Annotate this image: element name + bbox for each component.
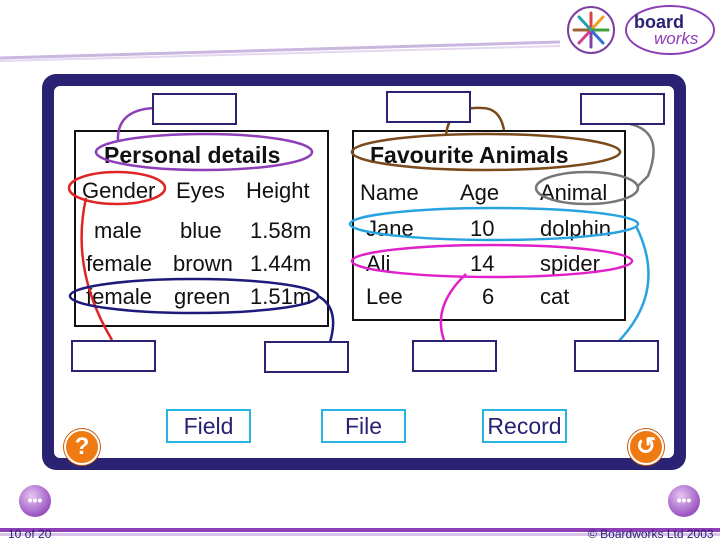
drop-box-bottom-2[interactable]	[264, 341, 349, 373]
header-gender: Gender	[82, 178, 156, 203]
connector-blue	[617, 225, 650, 343]
header-animal: Animal	[540, 180, 608, 205]
personal-table-title: Personal details	[104, 142, 281, 168]
drop-box-bottom-3[interactable]	[412, 340, 497, 372]
connector-purple	[116, 106, 155, 143]
highlight-field-header	[67, 170, 167, 206]
drop-box-top-right[interactable]	[580, 93, 665, 125]
drop-box-top-middle[interactable]	[386, 91, 471, 123]
animals-table-title: Favourite Animals	[370, 142, 569, 168]
header-swoosh	[0, 40, 560, 62]
cell-name-3: Lee	[366, 284, 403, 309]
page-counter: 10 of 20	[8, 527, 52, 541]
term-field[interactable]: Field	[166, 409, 251, 443]
highlight-animal-header	[534, 170, 640, 206]
highlight-record-row	[68, 277, 320, 315]
drop-box-bottom-1[interactable]	[71, 340, 156, 372]
term-file[interactable]: File	[321, 409, 406, 443]
connector-magenta	[439, 273, 467, 341]
header-eyes: Eyes	[176, 178, 225, 203]
arrow-right-icon: •••	[676, 492, 692, 508]
connector-navy	[317, 294, 335, 343]
highlight-table-title	[94, 132, 314, 172]
copyright-text: © Boardworks Ltd 2003	[588, 527, 714, 541]
next-slide-button[interactable]: •••	[668, 485, 700, 517]
cell-height-1: 1.58m	[250, 218, 312, 243]
cell-animal-3: cat	[540, 284, 570, 309]
cell-gender-3: female	[86, 284, 153, 309]
highlight-file-title	[350, 132, 622, 172]
cell-height-2: 1.44m	[250, 251, 312, 276]
reset-button[interactable]: ↺	[628, 429, 664, 465]
cell-age-2: 14	[470, 251, 495, 276]
header-height: Height	[246, 178, 310, 203]
footer-bar	[0, 528, 720, 536]
logo-text-board: board	[634, 12, 684, 32]
logo-text-works: works	[654, 29, 699, 48]
question-icon: ?	[74, 433, 90, 460]
header-age: Age	[460, 180, 500, 205]
drop-box-bottom-4[interactable]	[574, 340, 659, 372]
connector-grey	[629, 122, 655, 187]
prev-slide-button[interactable]: •••	[19, 485, 51, 517]
highlight-ali-row	[350, 243, 634, 279]
connector-red	[80, 197, 114, 341]
cell-eyes-3: green	[174, 284, 231, 309]
favourite-animals-table: Favourite Animals Name Age Animal Jane 1…	[352, 130, 626, 321]
cell-eyes-1: blue	[180, 218, 222, 243]
arrow-left-icon: •••	[27, 492, 43, 508]
undo-icon: ↺	[635, 433, 657, 460]
help-button[interactable]: ?	[64, 429, 100, 465]
cell-age-3: 6	[482, 284, 495, 309]
pencils-logo	[567, 6, 615, 54]
drop-box-top-left[interactable]	[152, 93, 237, 125]
highlight-jane-row	[348, 206, 640, 242]
cell-gender-2: female	[86, 251, 153, 276]
term-record[interactable]: Record	[482, 409, 567, 443]
header-name: Name	[360, 180, 419, 205]
cell-eyes-2: brown	[173, 251, 233, 276]
boardworks-logo: board works	[625, 5, 715, 55]
cell-age-1: 10	[470, 216, 495, 241]
cell-gender-1: male	[94, 218, 142, 243]
